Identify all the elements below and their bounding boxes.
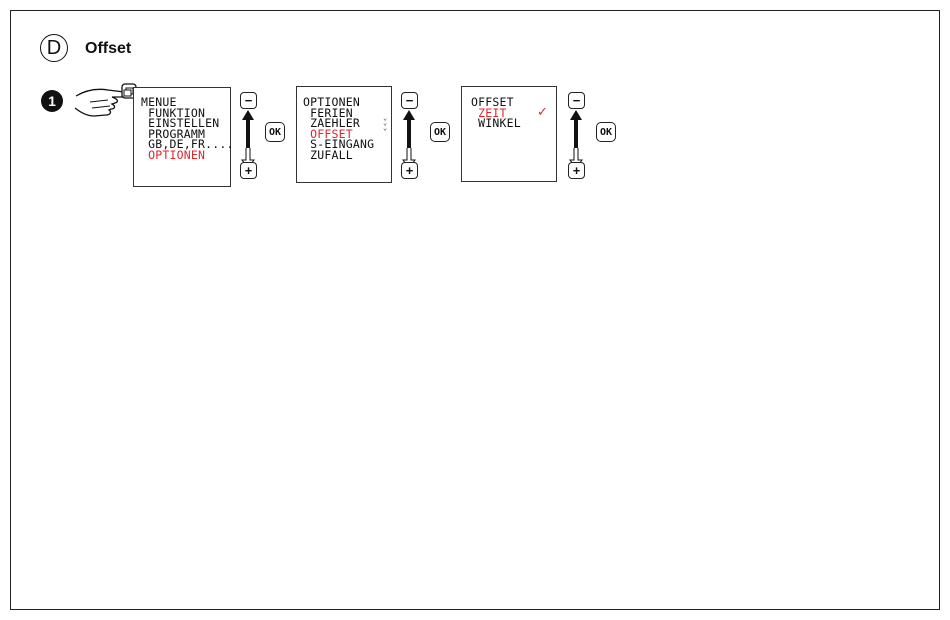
- minus-button[interactable]: −: [401, 92, 418, 109]
- scroll-arrow-icon: [569, 110, 583, 169]
- lcd-screen-offset: OFFSET ZEIT WINKEL: [461, 86, 557, 182]
- screen-line: PROGRAMM: [141, 126, 206, 141]
- checkmark-icon: ✓: [537, 104, 548, 119]
- screen-line: FERIEN: [303, 105, 353, 120]
- screen-line: EINSTELLEN: [141, 116, 220, 131]
- hand-press-icon: [74, 83, 137, 117]
- plus-button[interactable]: +: [401, 162, 418, 179]
- screen-line: WINKEL: [471, 116, 521, 131]
- screen-line: OPTIONEN: [303, 95, 360, 109]
- scroll-indicator: ⌄⌄⌄: [383, 114, 388, 132]
- screen-line: S-EINGANG: [303, 137, 375, 152]
- minus-button[interactable]: −: [568, 92, 585, 109]
- plus-button[interactable]: +: [568, 162, 585, 179]
- section-title: Offset: [85, 40, 132, 57]
- page-frame: [10, 10, 940, 610]
- ok-button[interactable]: OK: [596, 122, 616, 142]
- lcd-screen-menu: MENUE FUNKTION EINSTELLEN PROGRAMM GB,DE…: [133, 87, 234, 187]
- screen-line: MENUE: [141, 95, 177, 109]
- section-letter: D: [40, 34, 68, 62]
- step-number-badge: 1: [41, 90, 63, 112]
- minus-button[interactable]: −: [240, 92, 257, 109]
- screen-line: ZAEHLER: [303, 116, 360, 131]
- screen-line-selected: OPTIONEN: [141, 147, 206, 162]
- screen-line-selected: ZEIT: [471, 105, 507, 120]
- screen-line: FUNKTION: [141, 105, 206, 120]
- screen-line: GB,DE,FR....: [141, 137, 234, 152]
- screen-line: OFFSET: [471, 95, 514, 109]
- screen-line-selected: OFFSET: [303, 126, 353, 141]
- screen-line: ZUFALL: [303, 147, 353, 162]
- ok-button[interactable]: OK: [265, 122, 285, 142]
- plus-button[interactable]: +: [240, 162, 257, 179]
- scroll-arrow-icon: [402, 110, 416, 169]
- ok-button[interactable]: OK: [430, 122, 450, 142]
- scroll-arrow-icon: [241, 110, 255, 169]
- lcd-screen-optionen: OPTIONEN FERIEN ZAEHLER OFFSET S-EINGANG…: [296, 86, 392, 183]
